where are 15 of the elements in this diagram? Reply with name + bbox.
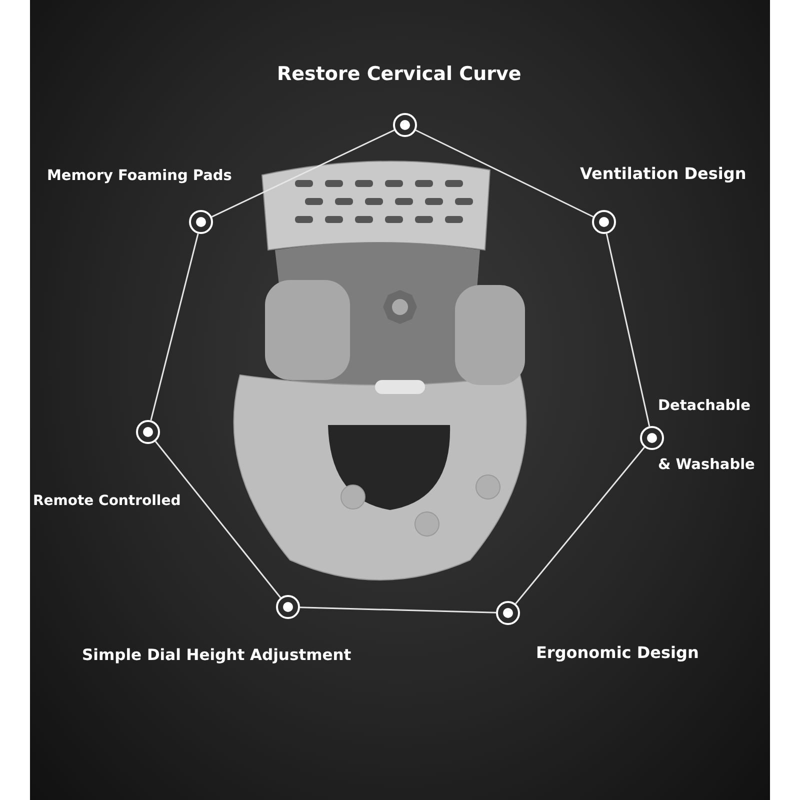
feature-label: Ventilation Design	[580, 165, 746, 184]
connector-line	[415, 130, 594, 218]
feature-label: Ergonomic Design	[536, 644, 699, 662]
connector-line	[150, 233, 199, 421]
connector-line	[515, 446, 645, 604]
feature-label: Memory Foaming Pads	[47, 168, 232, 185]
feature-label: Remote Controlled	[33, 493, 181, 510]
feature-label: Detachable	[658, 398, 750, 415]
connector-line	[212, 129, 394, 218]
feature-label: & Washable	[658, 457, 755, 474]
connector-line	[154, 440, 282, 598]
feature-label: Restore Cervical Curve	[277, 64, 522, 86]
feature-label: Simple Dial Height Adjustment	[82, 647, 352, 665]
connector-line	[606, 234, 650, 426]
connector-line	[300, 606, 496, 614]
